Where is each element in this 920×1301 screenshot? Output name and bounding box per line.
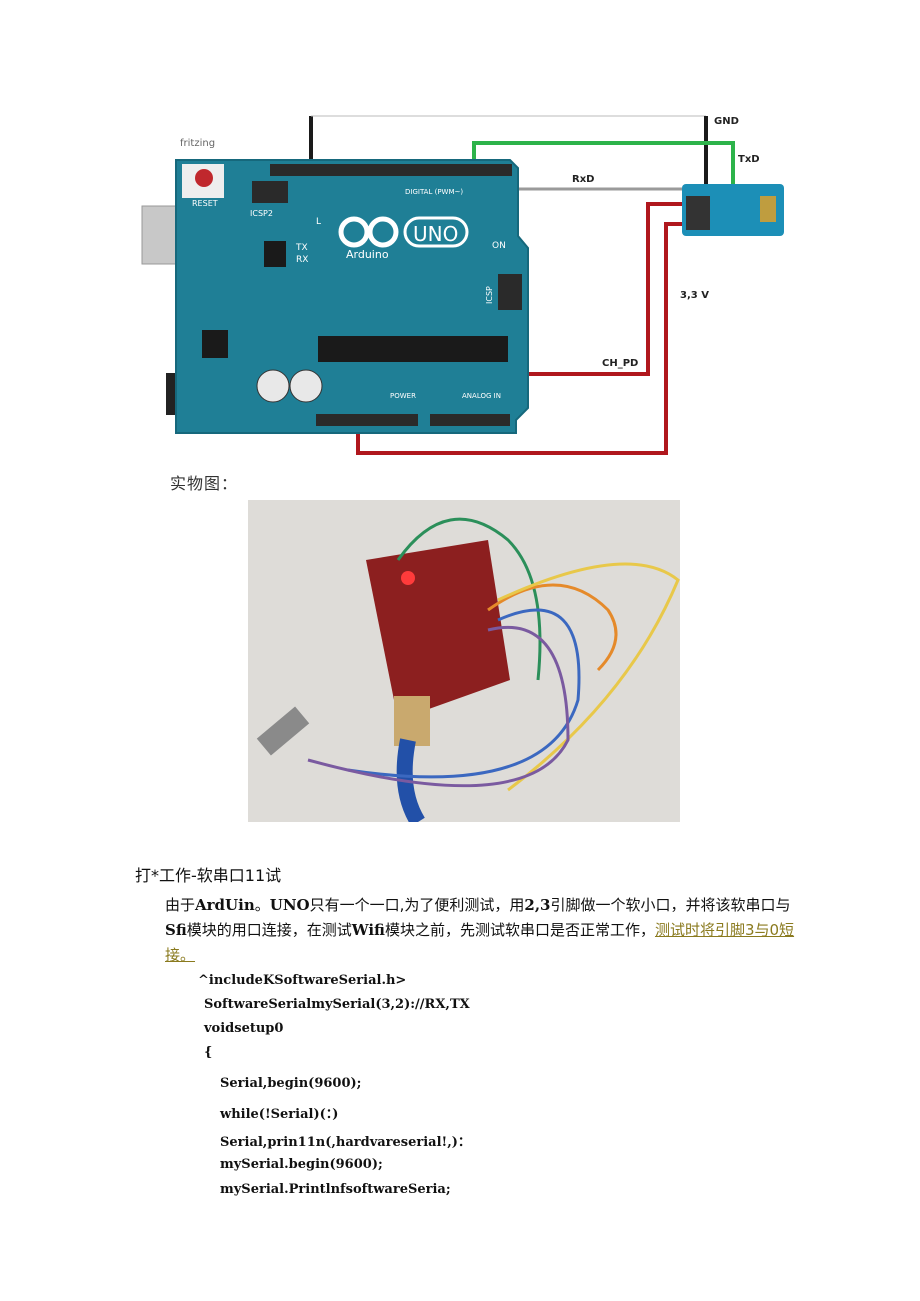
l-label: L bbox=[316, 217, 321, 227]
rx-led-label: RX bbox=[296, 255, 308, 265]
photo-board bbox=[366, 540, 510, 720]
rxd-wire-label: RxD bbox=[572, 174, 594, 185]
microcontroller-chip bbox=[318, 336, 508, 362]
code-line: ^includeKSoftwareSerial.h> bbox=[198, 973, 407, 988]
photo-caption: 实物图： bbox=[170, 474, 239, 493]
wiring-diagram: RESET ICSP2 ICSP L TX RX ON UNO Arduino … bbox=[141, 115, 784, 455]
uno-label: UNO bbox=[413, 222, 458, 246]
code-line: Serial,begin(9600); bbox=[220, 1076, 362, 1091]
photo-usb-cable bbox=[396, 738, 425, 822]
arduino-label: Arduino bbox=[346, 248, 389, 261]
photo-esp-module bbox=[256, 706, 310, 756]
reset-button-cap bbox=[195, 169, 213, 187]
photo-red-led bbox=[401, 571, 415, 585]
para-bold-2: UNO bbox=[269, 896, 310, 914]
analog-label: ANALOG IN bbox=[462, 392, 501, 400]
photo-wire-yellow bbox=[497, 562, 680, 792]
code-line: mySerial.PrintlnfsoftwareSeria; bbox=[220, 1182, 451, 1197]
v33-wire-label: 3,3 V bbox=[680, 290, 709, 301]
txd-wire-label: TxD bbox=[738, 154, 760, 165]
para-bold-4: Sfi bbox=[165, 921, 187, 939]
capacitor-1 bbox=[256, 369, 290, 403]
digital-label: DIGITAL (PWM~) bbox=[405, 188, 463, 196]
icsp2-header bbox=[252, 181, 288, 203]
para-bold-5: Wifi bbox=[351, 921, 385, 939]
uno-badge bbox=[403, 216, 469, 248]
code-line: while(!Serial)(：) bbox=[220, 1107, 339, 1122]
code-line: mySerial.begin(9600); bbox=[220, 1157, 383, 1172]
para-text-3: 只有一个一口,为了便利测试，用 bbox=[309, 896, 525, 914]
photo-wire-purple bbox=[307, 625, 570, 788]
icsp-header bbox=[498, 274, 522, 310]
power-label: POWER bbox=[390, 392, 416, 400]
reset-label: RESET bbox=[192, 199, 218, 208]
on-label: ON bbox=[492, 241, 506, 251]
fritzing-label: fritzing bbox=[180, 138, 215, 149]
regulator bbox=[202, 330, 228, 358]
tx-led-label: TX bbox=[295, 243, 308, 253]
para-text-6: 模块之前，先测试软串口是否正常工作， bbox=[384, 921, 655, 939]
para-text-1: 由于 bbox=[165, 896, 196, 914]
gnd-wire-label: GND bbox=[714, 116, 739, 127]
photo-wire-green bbox=[396, 517, 542, 681]
esp-pins bbox=[686, 196, 710, 230]
analog-header bbox=[430, 414, 510, 426]
icsp2-label: ICSP2 bbox=[250, 209, 273, 218]
small-chip bbox=[264, 241, 286, 267]
chpd-wire-label: CH_PD bbox=[602, 358, 638, 369]
para-text-4: 引脚做一个软小口，并将该软串口与 bbox=[550, 896, 791, 914]
arduino-board bbox=[175, 159, 529, 434]
section-title: 打*工作-软串口11试 bbox=[135, 866, 282, 885]
v33-wire bbox=[356, 222, 688, 455]
code-line: voidsetup0 bbox=[204, 1021, 284, 1036]
code-line: Serial,prin11n(,hardvareserial!,)： bbox=[220, 1135, 471, 1150]
code-line: { bbox=[204, 1045, 213, 1060]
digital-header bbox=[270, 164, 512, 176]
photo-wire-blue bbox=[347, 608, 581, 779]
short-pin-link[interactable]: 测试时将引脚3与0短接。 bbox=[165, 921, 795, 964]
capacitor-2 bbox=[289, 369, 323, 403]
icsp-label: ICSP bbox=[485, 286, 494, 304]
arduino-logo-right bbox=[367, 216, 399, 248]
hardware-photo bbox=[248, 500, 680, 822]
para-bold-3: 2,3 bbox=[524, 896, 551, 914]
para-text-2: 。 bbox=[254, 896, 270, 914]
power-header bbox=[316, 414, 418, 426]
photo-usb bbox=[394, 696, 430, 746]
section-paragraph: 由于ArdUin。UNO只有一个一口,为了便利测试，用2,3引脚做一个软小口，并… bbox=[165, 893, 795, 968]
code-line: SoftwareSerialmySerial(3,2)://RX,TX bbox=[204, 997, 470, 1012]
photo-wire-orange bbox=[487, 583, 618, 672]
para-text-5: 模块的用口连接，在测试 bbox=[186, 921, 352, 939]
esp-antenna bbox=[760, 196, 776, 222]
para-bold-1: ArdUin bbox=[195, 896, 255, 914]
arduino-logo-left bbox=[338, 216, 370, 248]
